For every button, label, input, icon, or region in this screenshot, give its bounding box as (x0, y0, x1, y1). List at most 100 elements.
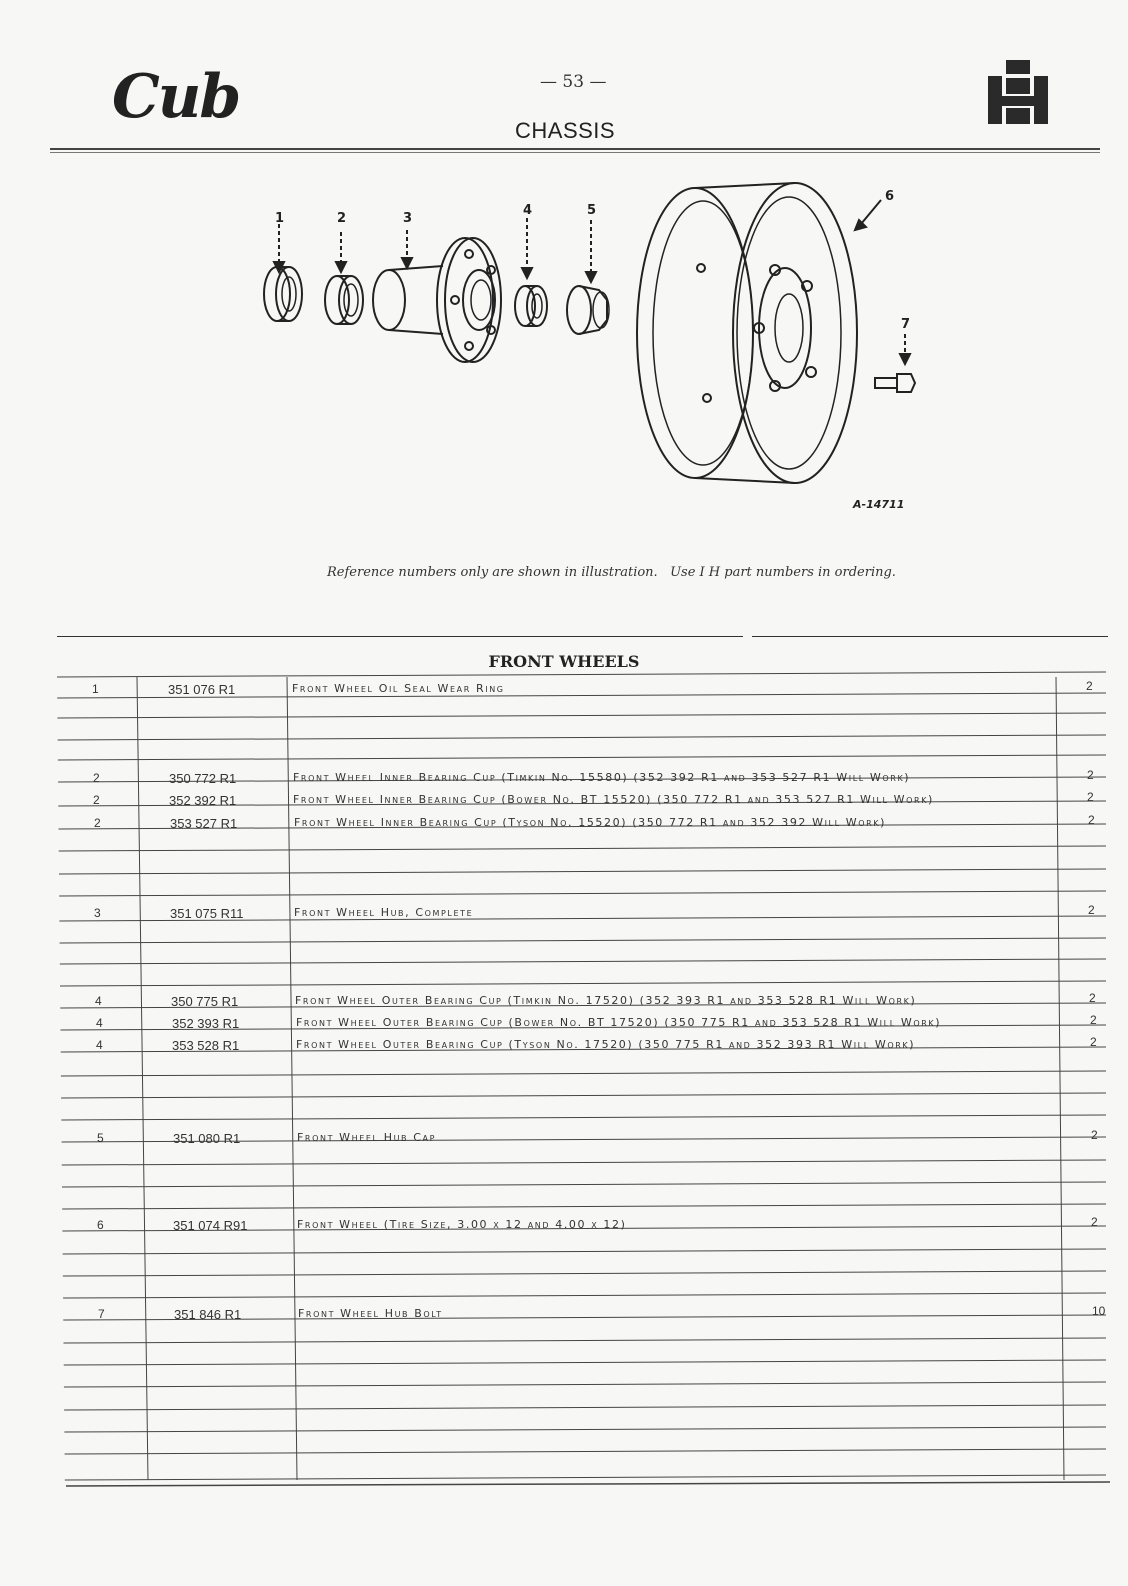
quantity: 2 (1087, 768, 1094, 782)
quantity: 2 (1088, 813, 1095, 827)
callout-3: 3 (403, 211, 412, 226)
ref-number: 2 (93, 793, 100, 807)
table-row-rule (60, 1002, 1107, 1009)
callout-2: 2 (337, 211, 346, 226)
ref-number: 3 (94, 906, 101, 920)
table-row-rule (59, 958, 1107, 965)
table-row-rule (64, 1448, 1107, 1455)
callout-6: 6 (885, 189, 894, 204)
table-row-rule (63, 1381, 1107, 1388)
table-top-rule-left (57, 636, 743, 637)
table-row-rule (58, 845, 1107, 852)
part-number: 351 074 R91 (173, 1218, 248, 1233)
table-row-rule (61, 1181, 1107, 1188)
ref-number: 2 (94, 816, 101, 830)
ref-number: 4 (96, 1038, 103, 1052)
table-title: FRONT WHEELS (488, 652, 640, 671)
description: Front Wheel Inner Bearing Cup (Bower No.… (293, 793, 934, 806)
table-row-rule (58, 823, 1107, 830)
table-row-rule (63, 1314, 1107, 1321)
description: Front Wheel Outer Bearing Cup (Timkin No… (295, 994, 917, 1007)
description: Front Wheel Oil Seal Wear Ring (292, 682, 505, 695)
figure-id: A-14711 (853, 498, 905, 511)
ref-number: 6 (97, 1218, 104, 1232)
quantity: 2 (1087, 790, 1094, 804)
ref-number: 1 (92, 682, 99, 696)
table-row-rule (59, 890, 1107, 897)
callout-1: 1 (275, 211, 284, 226)
table-column-rule (286, 676, 298, 1481)
table-row-rule (61, 1114, 1107, 1121)
table-row-rule (61, 1136, 1107, 1143)
table-row-rule (58, 800, 1107, 807)
table-row-rule (63, 1337, 1107, 1344)
table-row-rule (62, 1225, 1107, 1232)
description: Front Wheel (Tire Size, 3.00 x 12 and 4.… (297, 1218, 627, 1231)
table-column-rule (1055, 676, 1065, 1481)
table-row-rule (57, 712, 1107, 719)
quantity: 2 (1088, 903, 1095, 917)
table-row-rule (56, 671, 1107, 678)
cub-logo: Cub (112, 62, 241, 132)
table-row-rule (62, 1270, 1107, 1277)
header-rule-thin (50, 152, 1100, 153)
table-row-rule (57, 692, 1107, 699)
table-row-rule (58, 868, 1107, 875)
quantity: 2 (1091, 1215, 1098, 1229)
ref-number: 2 (93, 771, 100, 785)
description: Front Wheel Inner Bearing Cup (Tyson No.… (294, 816, 887, 829)
table-row-rule (60, 1024, 1107, 1031)
table-row-rule (61, 1159, 1107, 1166)
section-title: CHASSIS (515, 118, 616, 143)
part-number: 350 775 R1 (171, 994, 239, 1009)
table-row-rule (59, 937, 1107, 944)
description: Front Wheel Outer Bearing Cup (Tyson No.… (296, 1038, 916, 1051)
part-number: 352 392 R1 (169, 793, 237, 808)
quantity: 2 (1089, 991, 1096, 1005)
part-number: 351 080 R1 (173, 1131, 241, 1146)
description: Front Wheel Inner Bearing Cup (Timkin No… (293, 771, 911, 784)
description: Front Wheel Hub Cap (297, 1131, 436, 1144)
quantity: 2 (1090, 1013, 1097, 1027)
table-row-rule (64, 1474, 1107, 1481)
part-number: 353 528 R1 (172, 1038, 240, 1053)
ref-number: 7 (98, 1307, 105, 1321)
table-row-rule (61, 1092, 1107, 1099)
table-top-rule-right (752, 636, 1108, 637)
ih-logo (988, 60, 1048, 124)
part-number: 351 846 R1 (174, 1307, 242, 1322)
description: Front Wheel Outer Bearing Cup (Bower No.… (296, 1016, 942, 1029)
table-row-rule (62, 1248, 1107, 1255)
quantity: 2 (1086, 679, 1093, 693)
table-row-rule (60, 1070, 1107, 1077)
table-row-rule (57, 754, 1107, 761)
table-row-rule (62, 1203, 1107, 1210)
table-column-rule (136, 676, 149, 1481)
table-row-rule (57, 734, 1107, 741)
illustration-note: Reference numbers only are shown in illu… (327, 565, 896, 580)
table-bottom-rule (65, 1481, 1111, 1487)
quantity: 2 (1090, 1035, 1097, 1049)
callout-7: 7 (901, 317, 910, 332)
ref-number: 5 (97, 1131, 104, 1145)
front-wheel-exploded-illustration: 1 2 3 4 5 6 7 (263, 182, 917, 484)
part-number: 351 076 R1 (168, 682, 236, 697)
table-row-rule (59, 915, 1107, 922)
callout-5: 5 (587, 203, 596, 218)
callout-4: 4 (523, 203, 532, 218)
header-rule (50, 148, 1100, 150)
table-row-rule (63, 1292, 1107, 1299)
ref-number: 4 (95, 994, 102, 1008)
table-row-rule (58, 776, 1107, 783)
part-number: 351 075 R11 (170, 906, 244, 921)
quantity: 2 (1091, 1128, 1098, 1142)
table-row-rule (60, 980, 1107, 987)
description: Front Wheel Hub Bolt (298, 1307, 443, 1320)
description: Front Wheel Hub, Complete (294, 906, 474, 919)
table-row-rule (60, 1046, 1107, 1053)
table-row-rule (63, 1359, 1107, 1366)
part-number: 352 393 R1 (172, 1016, 240, 1031)
table-row-rule (64, 1426, 1107, 1433)
ref-number: 4 (96, 1016, 103, 1030)
